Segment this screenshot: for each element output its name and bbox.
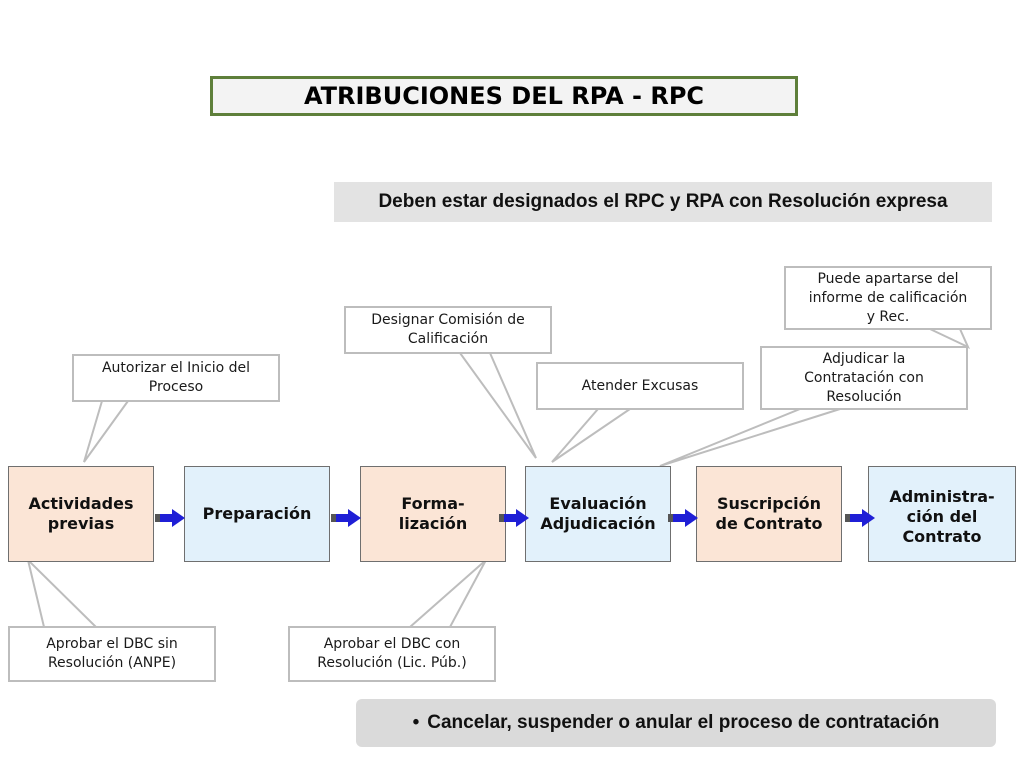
tail-adjudicar	[659, 408, 841, 467]
callout-excusas: Atender Excusas	[536, 362, 744, 410]
tail-apartarse	[929, 328, 971, 350]
stage-evaluacion-adjudicacion: Evaluación Adjudicación	[525, 466, 671, 562]
arrow-icon	[499, 509, 529, 527]
bullet: •	[412, 712, 420, 733]
callout-designar: Designar Comisión de Calificación	[344, 306, 552, 354]
arrow-icon	[155, 509, 185, 527]
callout-autorizar: Autorizar el Inicio del Proceso	[72, 354, 280, 402]
arrow-icon	[331, 509, 361, 527]
stage-formalizacion: Forma- lización	[360, 466, 506, 562]
callout-dbc-lic: Aprobar el DBC con Resolución (Lic. Púb.…	[288, 626, 496, 682]
tail-designar	[458, 352, 537, 459]
stage-actividades-previas: Actividades previas	[8, 466, 154, 562]
bottom-note-text: Cancelar, suspender o anular el proceso …	[427, 712, 940, 733]
tail-dbc-anpe	[26, 556, 99, 628]
stage-preparacion: Preparación	[184, 466, 330, 562]
arrow-icon	[845, 509, 875, 527]
tail-dbc-lic	[407, 559, 487, 628]
page-title: ATRIBUCIONES DEL RPA - RPC	[210, 76, 798, 116]
callout-adjudicar: Adjudicar la Contratación con Resolución	[760, 346, 968, 410]
tail-excusas	[551, 408, 634, 463]
stage-administracion-contrato: Administra- ción del Contrato	[868, 466, 1016, 562]
bottom-note: • Cancelar, suspender o anular el proces…	[356, 699, 996, 747]
callout-dbc-anpe: Aprobar el DBC sin Resolución (ANPE)	[8, 626, 216, 682]
designation-banner: Deben estar designados el RPC y RPA con …	[334, 182, 992, 222]
callout-apartarse: Puede apartarse del informe de calificac…	[784, 266, 992, 330]
stage-suscripcion-contrato: Suscripción de Contrato	[696, 466, 842, 562]
arrow-icon	[668, 509, 698, 527]
tail-autorizar	[83, 400, 130, 463]
